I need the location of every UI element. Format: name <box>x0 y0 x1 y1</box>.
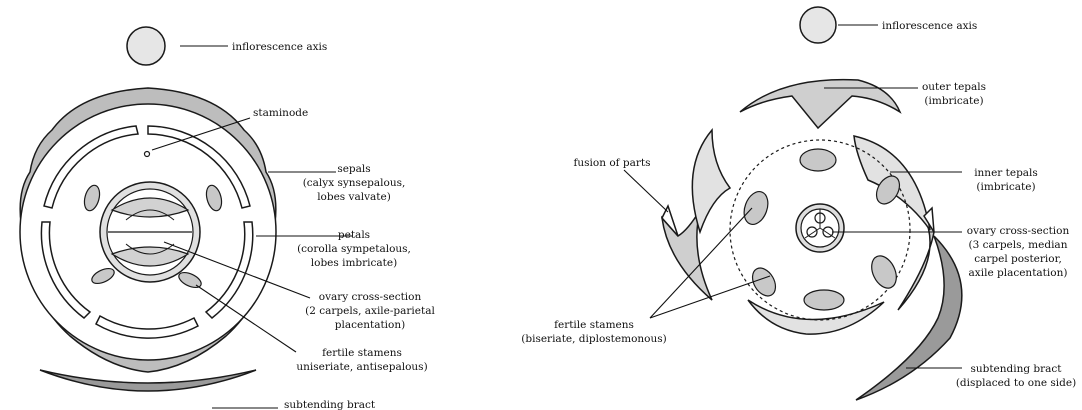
svg-text:outer tepals: outer tepals <box>922 81 986 93</box>
left-petals-corolla <box>40 125 254 339</box>
svg-text:(calyx synsepalous,: (calyx synsepalous, <box>303 177 406 189</box>
right-inflorescence-axis <box>799 6 837 44</box>
svg-text:ovary cross-section: ovary cross-section <box>319 291 422 303</box>
svg-text:fertile stamens: fertile stamens <box>554 319 634 331</box>
right-leader-lines <box>623 24 962 369</box>
right-fertile-stamens <box>743 148 901 311</box>
left-label-staminode: staminode <box>253 107 308 119</box>
svg-text:(biseriate, diplostemonous): (biseriate, diplostemonous) <box>521 333 666 345</box>
svg-text:(3 carpels, median: (3 carpels, median <box>969 239 1068 251</box>
left-label-ovary: ovary cross-section (2 carpels, axile-pa… <box>305 291 435 331</box>
svg-text:(imbricate): (imbricate) <box>976 181 1035 193</box>
right-ovary-cross-section <box>795 203 845 253</box>
right-label-inflorescence-axis: inflorescence axis <box>882 20 977 32</box>
left-label-inflorescence-axis: inflorescence axis <box>232 41 327 53</box>
svg-text:petals: petals <box>338 229 370 241</box>
svg-text:inner tepals: inner tepals <box>974 167 1038 179</box>
svg-text:sepals: sepals <box>337 163 370 175</box>
right-label-outer-tepals: outer tepals (imbricate) <box>922 81 986 107</box>
right-dashed-whorl <box>729 139 911 321</box>
left-fertile-stamens <box>83 184 223 289</box>
right-label-inner-tepals: inner tepals (imbricate) <box>974 167 1038 193</box>
svg-text:uniseriate, antisepalous): uniseriate, antisepalous) <box>296 361 427 373</box>
svg-text:(corolla sympetalous,: (corolla sympetalous, <box>297 243 411 255</box>
svg-text:axile placentation): axile placentation) <box>969 267 1068 279</box>
right-fusion-parts <box>661 204 935 237</box>
svg-text:(2 carpels, axile-parietal: (2 carpels, axile-parietal <box>305 305 435 317</box>
svg-text:lobes valvate): lobes valvate) <box>317 191 391 203</box>
left-label-petals: petals (corolla sympetalous, lobes imbri… <box>297 229 411 269</box>
left-leader-lines <box>151 45 352 409</box>
right-label-ovary: ovary cross-section (3 carpels, median c… <box>967 225 1070 279</box>
svg-text:(imbricate): (imbricate) <box>924 95 983 107</box>
right-label-stamens: fertile stamens (biseriate, diplostemono… <box>521 319 666 345</box>
left-label-bract: subtending bract <box>284 399 376 410</box>
left-subtending-bract <box>39 369 257 392</box>
svg-text:(displaced to one side): (displaced to one side) <box>956 377 1076 389</box>
left-ovary-cross-section <box>99 181 201 283</box>
svg-text:ovary cross-section: ovary cross-section <box>967 225 1070 237</box>
right-label-bract: subtending bract (displaced to one side) <box>956 363 1076 389</box>
svg-text:fertile stamens: fertile stamens <box>322 347 402 359</box>
left-label-stamens: fertile stamens uniseriate, antisepalous… <box>296 347 427 373</box>
svg-text:lobes imbricate): lobes imbricate) <box>311 257 397 269</box>
right-floral-diagram: inflorescence axis outer tepals (imbrica… <box>521 6 1076 401</box>
right-label-fusion: fusion of parts <box>574 157 651 169</box>
left-label-sepals: sepals (calyx synsepalous, lobes valvate… <box>303 163 406 203</box>
svg-text:carpel posterior,: carpel posterior, <box>974 253 1062 265</box>
svg-text:placentation): placentation) <box>335 319 405 331</box>
left-inflorescence-axis <box>126 26 166 66</box>
left-floral-diagram: inflorescence axis staminode sepals (cal… <box>19 26 435 410</box>
right-subtending-bract <box>855 235 963 401</box>
svg-text:subtending bract: subtending bract <box>970 363 1062 375</box>
left-staminode <box>143 150 151 158</box>
